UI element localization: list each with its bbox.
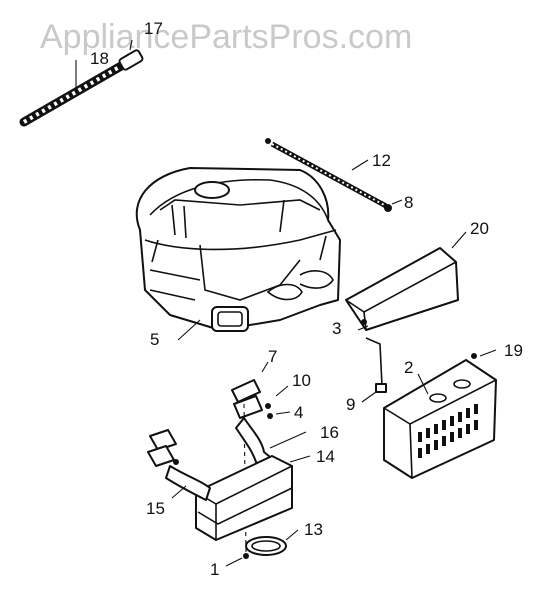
- callout-20: 20: [470, 219, 489, 238]
- callout-2: 2: [404, 358, 413, 377]
- callout-4: 4: [294, 403, 303, 422]
- part-4-bolt: [267, 411, 291, 419]
- part-15-pipe: [147, 429, 211, 501]
- part-3-bolt: [357, 319, 387, 403]
- callout-9: 9: [346, 395, 355, 414]
- callout-3: 3: [332, 319, 341, 338]
- callout-18: 18: [90, 49, 109, 68]
- part-10-bolt: [233, 385, 289, 419]
- callout-17: 17: [144, 19, 163, 38]
- callout-12: 12: [372, 151, 391, 170]
- part-2-heat-shield: [383, 349, 497, 479]
- part-12-fuel-line: [265, 138, 403, 212]
- callout-13: 13: [304, 520, 323, 539]
- part-20-top-shield: [345, 231, 467, 331]
- callout-15: 15: [146, 499, 165, 518]
- callout-8: 8: [404, 193, 413, 212]
- callout-1: 1: [210, 560, 219, 579]
- part-1-bolt: [225, 553, 249, 567]
- watermark-text: AppliancePartsPros.com: [40, 18, 412, 56]
- callout-10: 10: [292, 371, 311, 390]
- part-13-clamp: [245, 529, 299, 556]
- callout-7: 7: [268, 347, 277, 366]
- part-14-muffler: [195, 455, 311, 541]
- callout-19: 19: [504, 341, 523, 360]
- engine-assembly: [135, 167, 341, 341]
- part-18-tube: [19, 39, 144, 127]
- callout-14: 14: [316, 447, 335, 466]
- part-7-gasket: [231, 361, 269, 403]
- callout-16: 16: [320, 423, 339, 442]
- callout-5: 5: [150, 330, 159, 349]
